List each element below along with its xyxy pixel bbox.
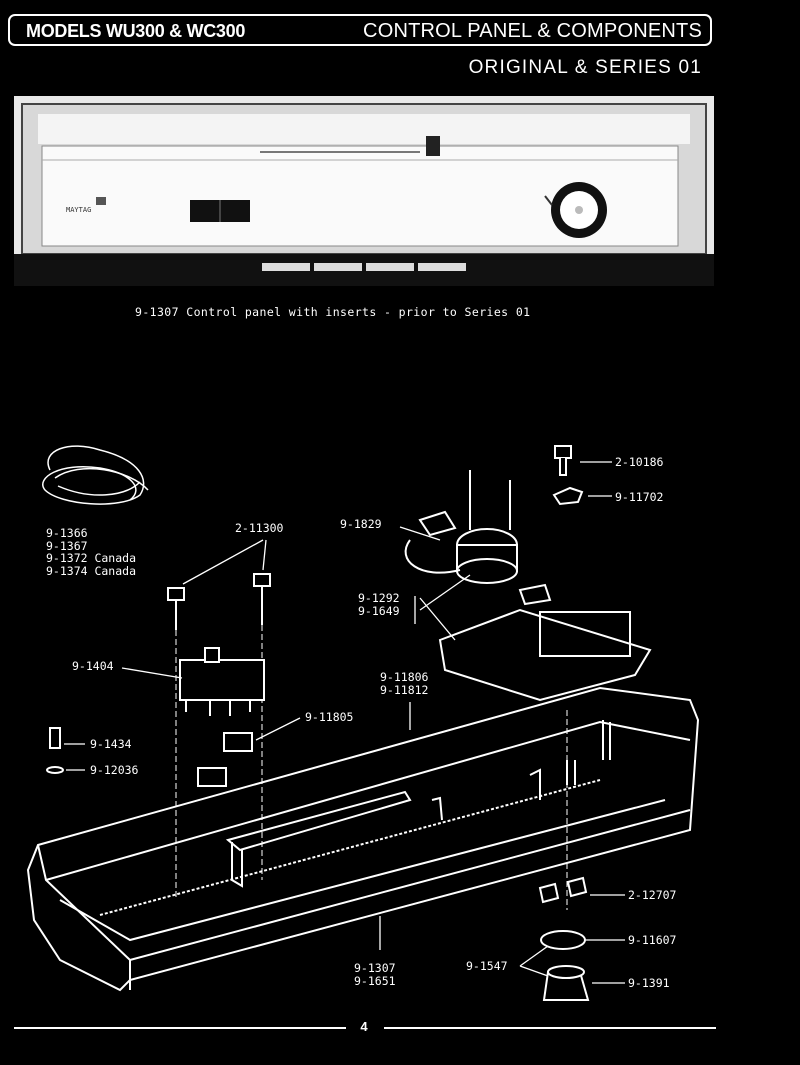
label-washer: 9-12036 [90,763,139,777]
label-timer-2: 9-1649 [358,603,400,618]
label-panel-insert-2: 9-11812 [380,682,429,697]
label-knob-skirt: 9-1547 [466,959,508,973]
label-switch: 9-1404 [72,659,114,673]
series-subtitle: ORIGINAL & SERIES 01 [468,57,702,78]
label-harness-1: 9-1366 [46,526,88,540]
label-panel-insert-1: 9-11806 [380,670,429,684]
label-screw-small: 9-1434 [90,737,132,751]
label-panel-1: 9-1307 [354,961,396,975]
screws [167,470,568,910]
panel-insert-labels: 9-11806 9-11812 [380,671,428,696]
models-title: MODELS WU300 & WC300 [26,21,246,41]
label-nuts: 2-12707 [628,888,677,902]
control-panel-housing [26,686,700,992]
photo-caption: 9-1307 Control panel with inserts - prio… [135,305,531,319]
label-insert: 9-11805 [305,710,354,724]
label-bolt: 2-10186 [615,455,664,469]
timer-labels: 9-1292 9-1649 [358,592,400,617]
label-harness-2: 9-1367 [46,538,88,553]
label-harness-3: 9-1372 Canada [46,551,137,565]
label-timer-1: 9-1292 [358,591,400,605]
bolt-and-clip [552,445,584,506]
title-frame [8,14,712,46]
label-timer-wire: 9-1829 [340,517,382,531]
brand-mark: MAYTAG [66,206,92,214]
harness-labels: 9-1366 9-1367 9-1372 Canada 9-1374 Canad… [46,527,136,577]
wire-harness [42,445,149,505]
section-title: CONTROL PANEL & COMPONENTS [363,20,702,42]
label-knob: 9-1391 [628,976,670,990]
label-screws-top: 2-11300 [235,521,284,535]
label-clip: 9-11702 [615,490,664,504]
page-number: 4 [360,1019,368,1034]
switch-part [179,647,265,716]
callout-leaders [64,461,625,984]
panel-labels: 9-1307 9-1651 [354,962,396,987]
label-dial: 9-11607 [628,933,677,947]
label-panel-2: 9-1651 [354,973,396,988]
label-harness-4: 9-1374 Canada [46,563,137,578]
timer-part [404,510,652,702]
control-panel-photo [14,96,714,286]
small-parts [46,727,590,1001]
